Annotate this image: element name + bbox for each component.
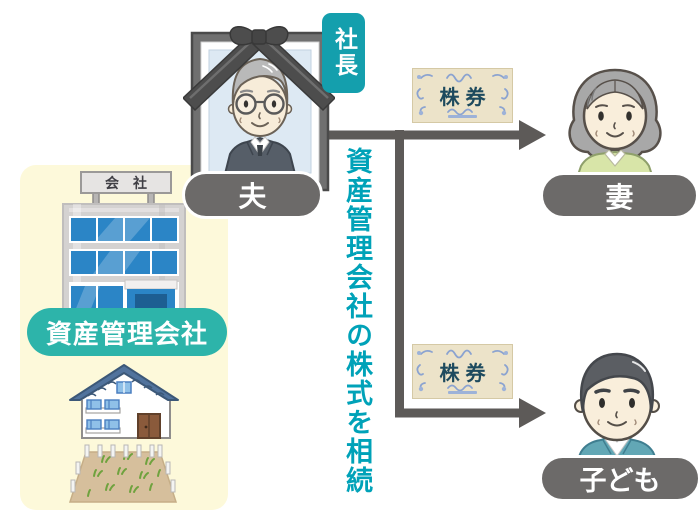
stock-certificate-label: 株券 [439,361,492,385]
stock-certificate-upper-icon: 株券 [412,68,513,123]
president-badge: 社長 [322,13,365,93]
farmland-icon [68,444,178,503]
office-building-icon [62,171,186,316]
certificate-ornaments [416,73,509,118]
wife-label-pill: 妻 [540,172,699,219]
child-label-pill: 子ども [539,455,700,502]
house-icon [69,364,179,439]
memorial-portrait-icon [183,26,335,192]
certificate-ornaments [416,349,509,394]
company-sign-label: 会社 [105,175,161,192]
wife-avatar-icon [568,68,662,178]
stock-certificate-label: 株券 [439,85,492,109]
stock-certificate-lower-icon: 株券 [412,344,513,399]
husband-label-pill: 夫 [182,171,323,219]
child-avatar-icon [573,352,661,466]
inheritance-caption: 資産管理会社の株式を相続 [341,147,372,495]
asset-company-pill: 資産管理会社 [27,308,227,356]
